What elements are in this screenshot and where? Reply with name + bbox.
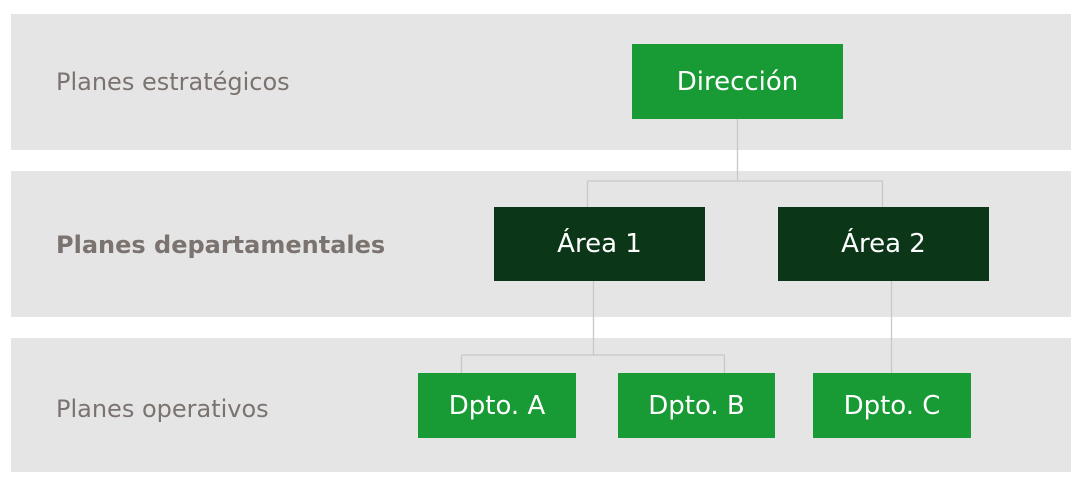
node-direccion: Dirección (632, 44, 843, 119)
node-dpto-b: Dpto. B (618, 373, 775, 438)
node-dpto-b-label: Dpto. B (648, 390, 745, 421)
level-label-strategic: Planes estratégicos (56, 68, 290, 96)
node-dpto-a-label: Dpto. A (448, 390, 546, 421)
node-area-1-label: Área 1 (557, 229, 642, 259)
node-area-2-label: Área 2 (841, 229, 926, 259)
level-label-operative: Planes operativos (56, 395, 269, 423)
node-area-1: Área 1 (494, 207, 705, 281)
node-dpto-a: Dpto. A (418, 373, 576, 438)
node-direccion-label: Dirección (676, 66, 799, 97)
level-band-strategic: Planes estratégicos (11, 14, 1071, 150)
level-label-departmental: Planes departamentales (56, 231, 386, 259)
node-dpto-c: Dpto. C (813, 373, 971, 438)
node-area-2: Área 2 (778, 207, 989, 281)
node-dpto-c-label: Dpto. C (843, 390, 941, 421)
